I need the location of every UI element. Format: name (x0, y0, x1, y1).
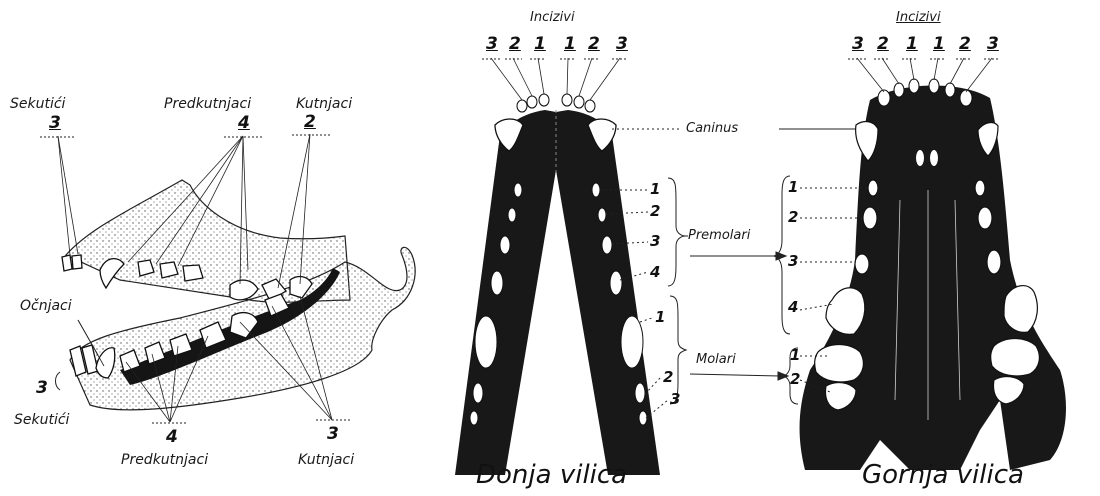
upper-incisor-1-left: 1 (906, 34, 918, 54)
caninus-label: Caninus (686, 121, 738, 136)
kutnjaci-bottom-count: 3 (327, 424, 339, 444)
lower-premolar-1: 1 (650, 180, 660, 198)
premolari-label: Premolari (688, 228, 750, 243)
upper-jaw-drawing (774, 58, 1066, 470)
lower-premolar-3: 3 (650, 232, 660, 250)
lower-jaw-title: Donja vilica (476, 460, 627, 490)
lower-molar-3: 3 (670, 390, 680, 408)
upper-jaw-title: Gornja vilica (862, 460, 1024, 490)
sekutici-top-count: 3 (49, 113, 61, 133)
predkutnjaci-top-count: 4 (238, 113, 250, 133)
upper-incizivi-label: Incizivi (896, 10, 941, 25)
lower-premolar-4: 4 (650, 263, 660, 281)
ocnjaci-label: Očnjaci (20, 298, 72, 314)
upper-incisor-3-right: 3 (987, 34, 999, 54)
upper-premolar-3: 3 (788, 252, 798, 270)
upper-molar-2: 2 (790, 370, 800, 388)
lower-incizivi-label: Incizivi (530, 10, 575, 25)
predkutnjaci-top-label: Predkutnjaci (164, 96, 251, 112)
kutnjaci-top-label: Kutnjaci (296, 96, 352, 112)
kutnjaci-bottom-label: Kutnjaci (298, 452, 354, 468)
lower-incisor-3-left: 3 (486, 34, 498, 54)
predkutnjaci-bottom-count: 4 (166, 427, 178, 447)
sekutici-top-label: Sekutići (10, 96, 65, 112)
sekutici-bottom-count: 3 (36, 378, 48, 398)
upper-incisor-3-left: 3 (852, 34, 864, 54)
upper-incisor-2-left: 2 (877, 34, 889, 54)
lower-incisor-2-left: 2 (509, 34, 521, 54)
sekutici-bottom-label: Sekutići (14, 412, 69, 428)
upper-premolar-4: 4 (788, 298, 798, 316)
lower-incisor-2-right: 2 (588, 34, 600, 54)
lateral-skull-drawing (40, 134, 415, 423)
lower-incisor-1-right: 1 (564, 34, 576, 54)
lower-molar-1: 1 (655, 308, 665, 326)
upper-premolar-2: 2 (788, 208, 798, 226)
lower-incisor-3-right: 3 (616, 34, 628, 54)
upper-incisor-1-right: 1 (933, 34, 945, 54)
upper-incisor-2-right: 2 (959, 34, 971, 54)
molari-label: Molari (696, 352, 736, 367)
upper-jaw-palate (800, 85, 1066, 470)
kutnjaci-top-count: 2 (304, 112, 316, 132)
lower-premolar-2: 2 (650, 202, 660, 220)
upper-premolar-1: 1 (788, 178, 798, 196)
predkutnjaci-bottom-label: Predkutnjaci (121, 452, 208, 468)
upper-molar-1: 1 (790, 346, 800, 364)
lower-incisor-1-left: 1 (534, 34, 546, 54)
lower-molar-2: 2 (663, 368, 673, 386)
